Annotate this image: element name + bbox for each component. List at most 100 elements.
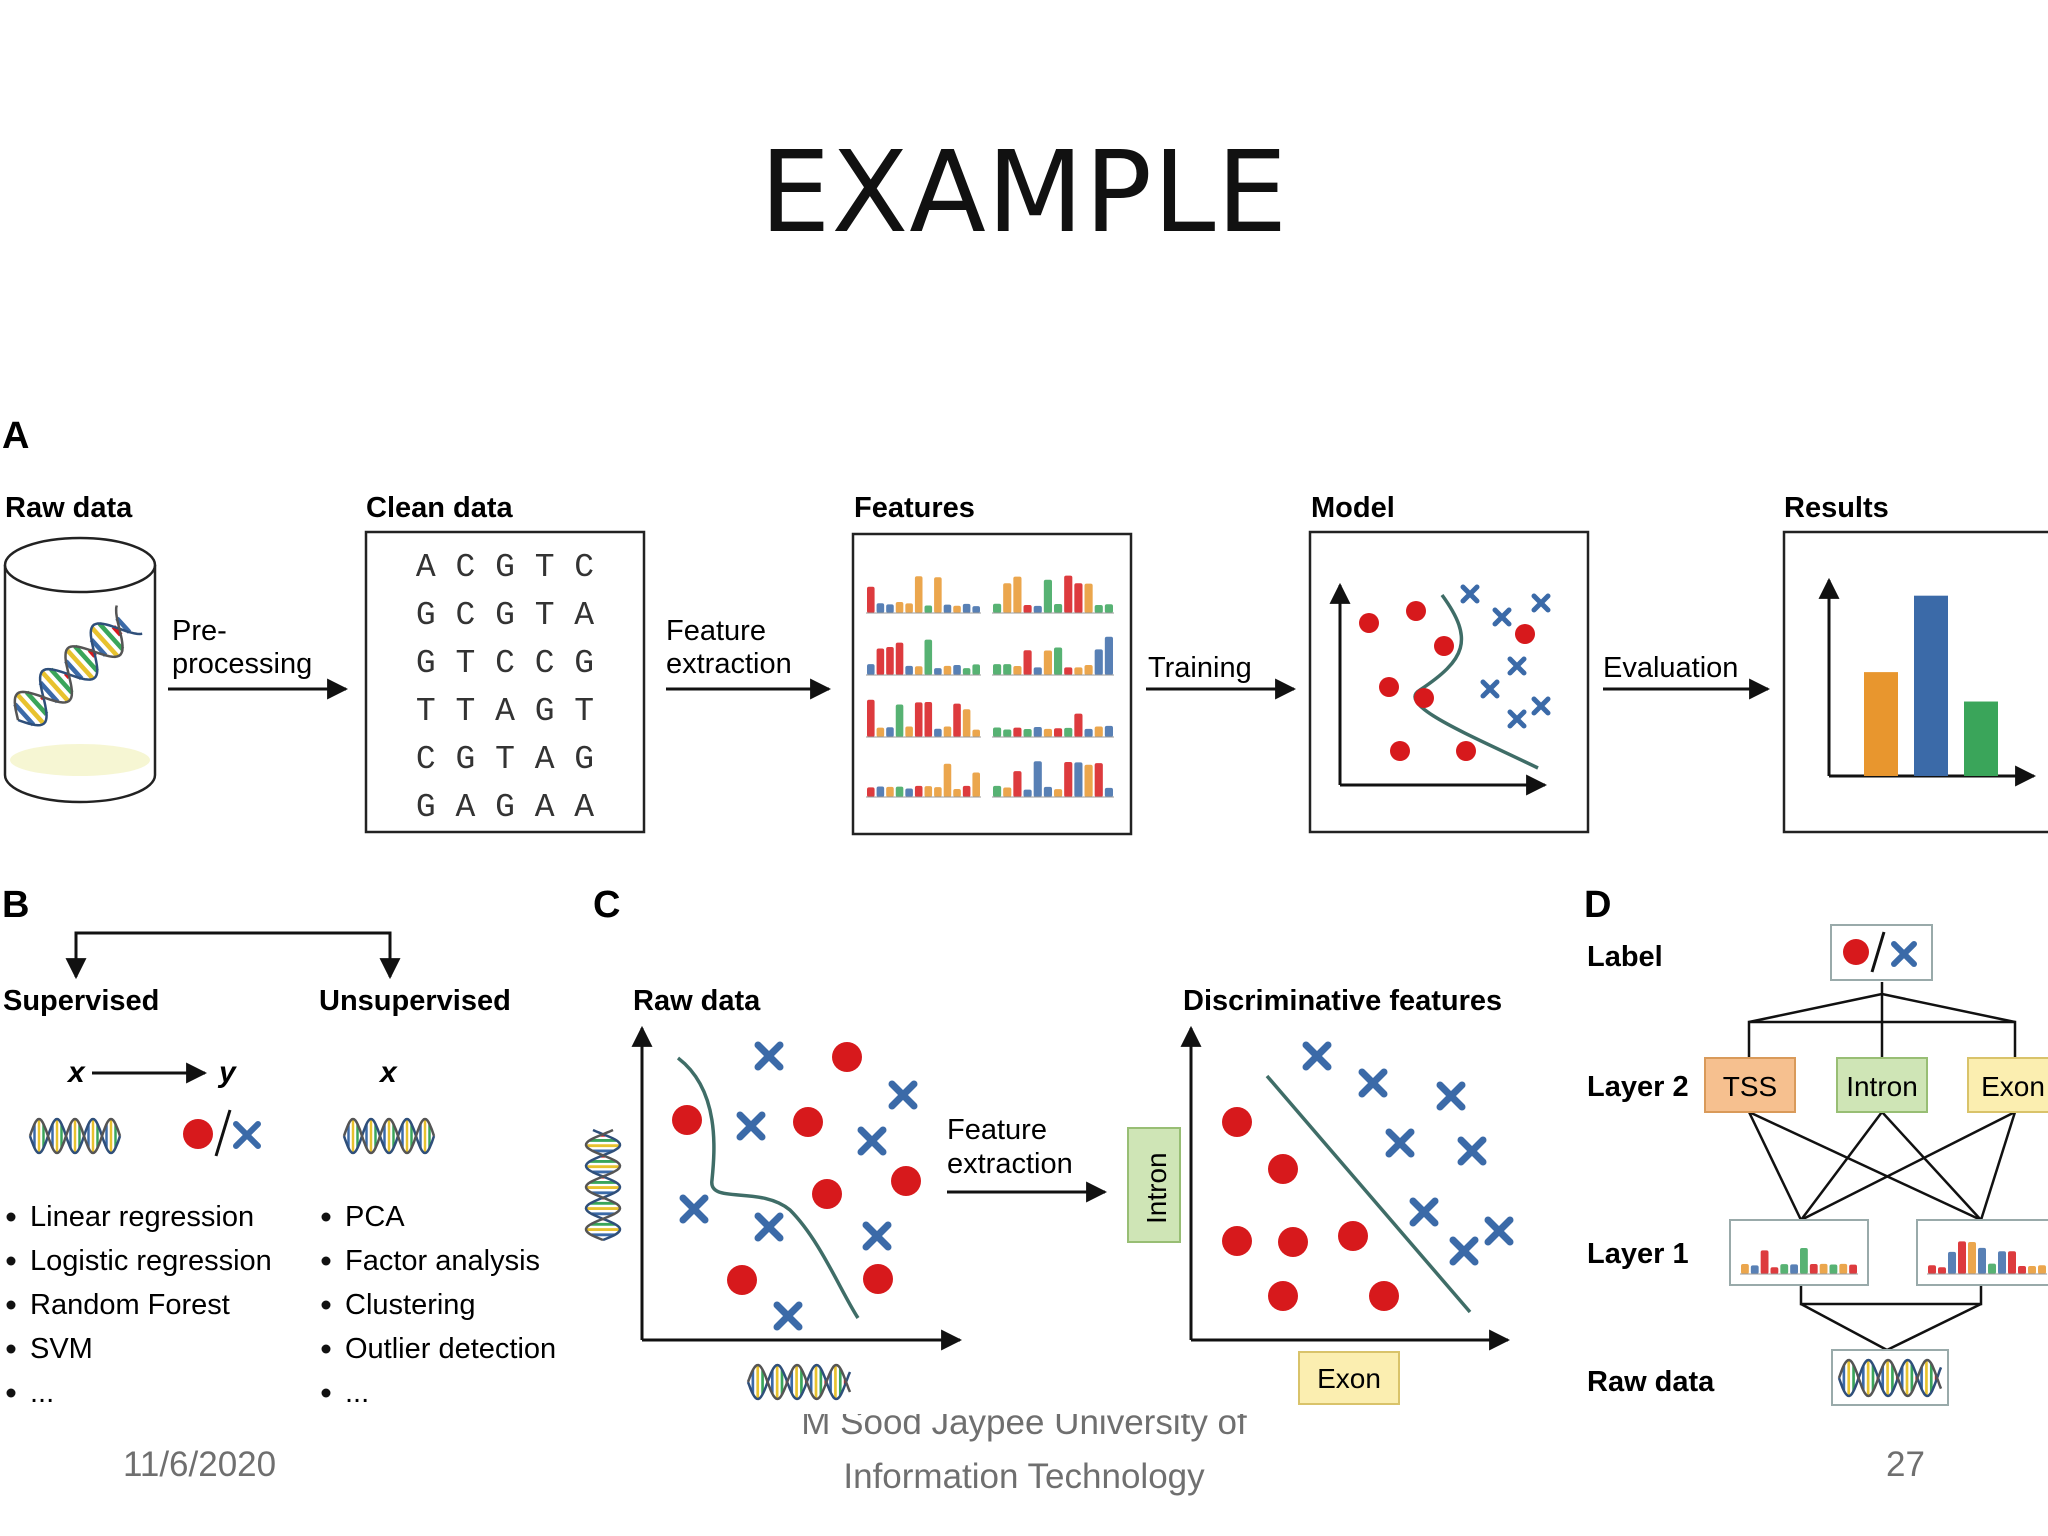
blue-cross [736, 1111, 766, 1141]
c-arrow-label-2: extraction [947, 1148, 1073, 1180]
intron-axis-label: Intron [1141, 1152, 1172, 1224]
red-point [1369, 1281, 1399, 1311]
arrow-label-feature-extraction-1: Feature [666, 615, 766, 647]
page-number: 27 [1886, 1445, 1925, 1484]
arrow-label-training: Training [1148, 652, 1252, 684]
red-point [1515, 624, 1535, 644]
dna-helix-icon [13, 605, 143, 727]
row-label-layer1: Layer 1 [1587, 1238, 1689, 1270]
dna-helix-icon [584, 1128, 622, 1242]
layer2-node-label: Intron [1846, 1071, 1918, 1102]
red-point [1406, 601, 1426, 621]
sequence-motif-logos [866, 575, 1114, 798]
raw-data-title: Raw data [633, 985, 761, 1017]
blue-cross [1302, 1041, 1332, 1071]
layer2-node-label: TSS [1723, 1071, 1777, 1102]
method-item: SVM [30, 1333, 93, 1365]
unsupervised-title: Unsupervised [319, 985, 511, 1017]
sequence-row: T T A G T [416, 693, 594, 730]
method-item: Factor analysis [345, 1245, 540, 1277]
footer-source-line2: Information Technology [843, 1457, 1205, 1496]
blue-cross [1531, 593, 1551, 613]
red-point [1268, 1154, 1298, 1184]
exon-axis-label: Exon [1317, 1363, 1381, 1394]
exon-axis-box [1298, 1351, 1400, 1405]
arrow-label-preprocessing-1: Pre- [172, 615, 227, 647]
blue-cross [888, 1080, 918, 1110]
red-point [1222, 1107, 1252, 1137]
sequence-table: A C G T CG C G T AG T C C GT T A G TC G … [416, 549, 594, 826]
arrow-label-feature-extraction-2: extraction [666, 648, 792, 680]
red-point [1359, 613, 1379, 633]
red-point [1379, 677, 1399, 697]
panel-c: C Raw data Discriminative features Featu… [584, 884, 1514, 1405]
blue-cross [1358, 1068, 1388, 1098]
step-title-features: Features [854, 492, 975, 524]
panel-b-letter: B [2, 884, 29, 926]
panel-d: D Label Layer 2 Layer 1 Raw data TSS Intr… [1584, 884, 2048, 1406]
results-bar-chart [1818, 577, 2037, 787]
method-item: PCA [345, 1201, 405, 1233]
clean-data-box [364, 530, 646, 834]
panel-b: B Supervised Unsupervised x y x Linear r… [2, 884, 556, 1409]
result-bar [1914, 595, 1948, 776]
step-title-results: Results [1784, 492, 1889, 524]
blue-cross [1492, 607, 1512, 627]
layer2-node-tss: TSS [1704, 1057, 1796, 1113]
arrow-label-evaluation: Evaluation [1603, 652, 1738, 684]
red-point [793, 1107, 823, 1137]
panel-c-letter: C [593, 884, 620, 926]
method-item: Clustering [345, 1289, 476, 1321]
blue-cross [233, 1121, 261, 1149]
blue-cross [1409, 1197, 1439, 1227]
row-label-label: Label [1587, 941, 1663, 973]
red-point [1278, 1227, 1308, 1257]
sequence-row: A C G T C [416, 549, 594, 586]
red-point [1338, 1221, 1368, 1251]
blue-cross [857, 1126, 887, 1156]
method-item: ... [30, 1377, 54, 1409]
row-label-layer2: Layer 2 [1587, 1071, 1689, 1103]
blue-cross [1436, 1081, 1466, 1111]
panel-a: A Raw data Clean data Features Model Res… [2, 415, 2048, 836]
layer1-node-1 [1729, 1219, 1869, 1286]
red-point [1434, 636, 1454, 656]
dna-helix-icon [746, 1363, 852, 1401]
step-title-raw-data: Raw data [5, 492, 133, 524]
blue-cross [1531, 696, 1551, 716]
intron-axis-box [1127, 1127, 1181, 1243]
arrow-label-preprocessing-2: processing [172, 648, 312, 680]
raw-data-boundary [676, 1056, 860, 1319]
model-scatter-plot [1329, 582, 1551, 796]
red-point [891, 1166, 921, 1196]
sequence-row: G T C C G [416, 645, 594, 682]
blue-cross [1891, 941, 1917, 967]
row-label-raw-data: Raw data [1587, 1366, 1715, 1398]
dna-helix-icon [342, 1117, 436, 1155]
panel-d-letter: D [1584, 884, 1611, 926]
method-item: Outlier detection [345, 1333, 556, 1365]
layer2-node-intron: Intron [1836, 1057, 1928, 1113]
result-bar [1964, 701, 1998, 776]
supervised-y-label: y [217, 1056, 237, 1089]
unsupervised-x-label: x [378, 1056, 398, 1089]
footer-date: 11/6/2020 [123, 1445, 277, 1484]
supervised-title: Supervised [3, 985, 159, 1017]
method-item: ... [345, 1377, 369, 1409]
panel-a-letter: A [2, 415, 29, 457]
slide-title: EXAMPLE [759, 128, 1289, 258]
linear-boundary [1265, 1074, 1472, 1314]
blue-cross [679, 1194, 709, 1224]
red-point [1222, 1226, 1252, 1256]
c-arrow-label-1: Feature [947, 1114, 1047, 1146]
blue-cross [862, 1221, 892, 1251]
red-point [1414, 688, 1434, 708]
blue-cross [773, 1301, 803, 1331]
method-item: Logistic regression [30, 1245, 272, 1277]
supervised-x-label: x [66, 1056, 86, 1089]
dna-helix-icon [28, 1117, 122, 1155]
layer2-node-exon: Exon [1967, 1057, 2048, 1113]
blue-cross [1507, 656, 1527, 676]
